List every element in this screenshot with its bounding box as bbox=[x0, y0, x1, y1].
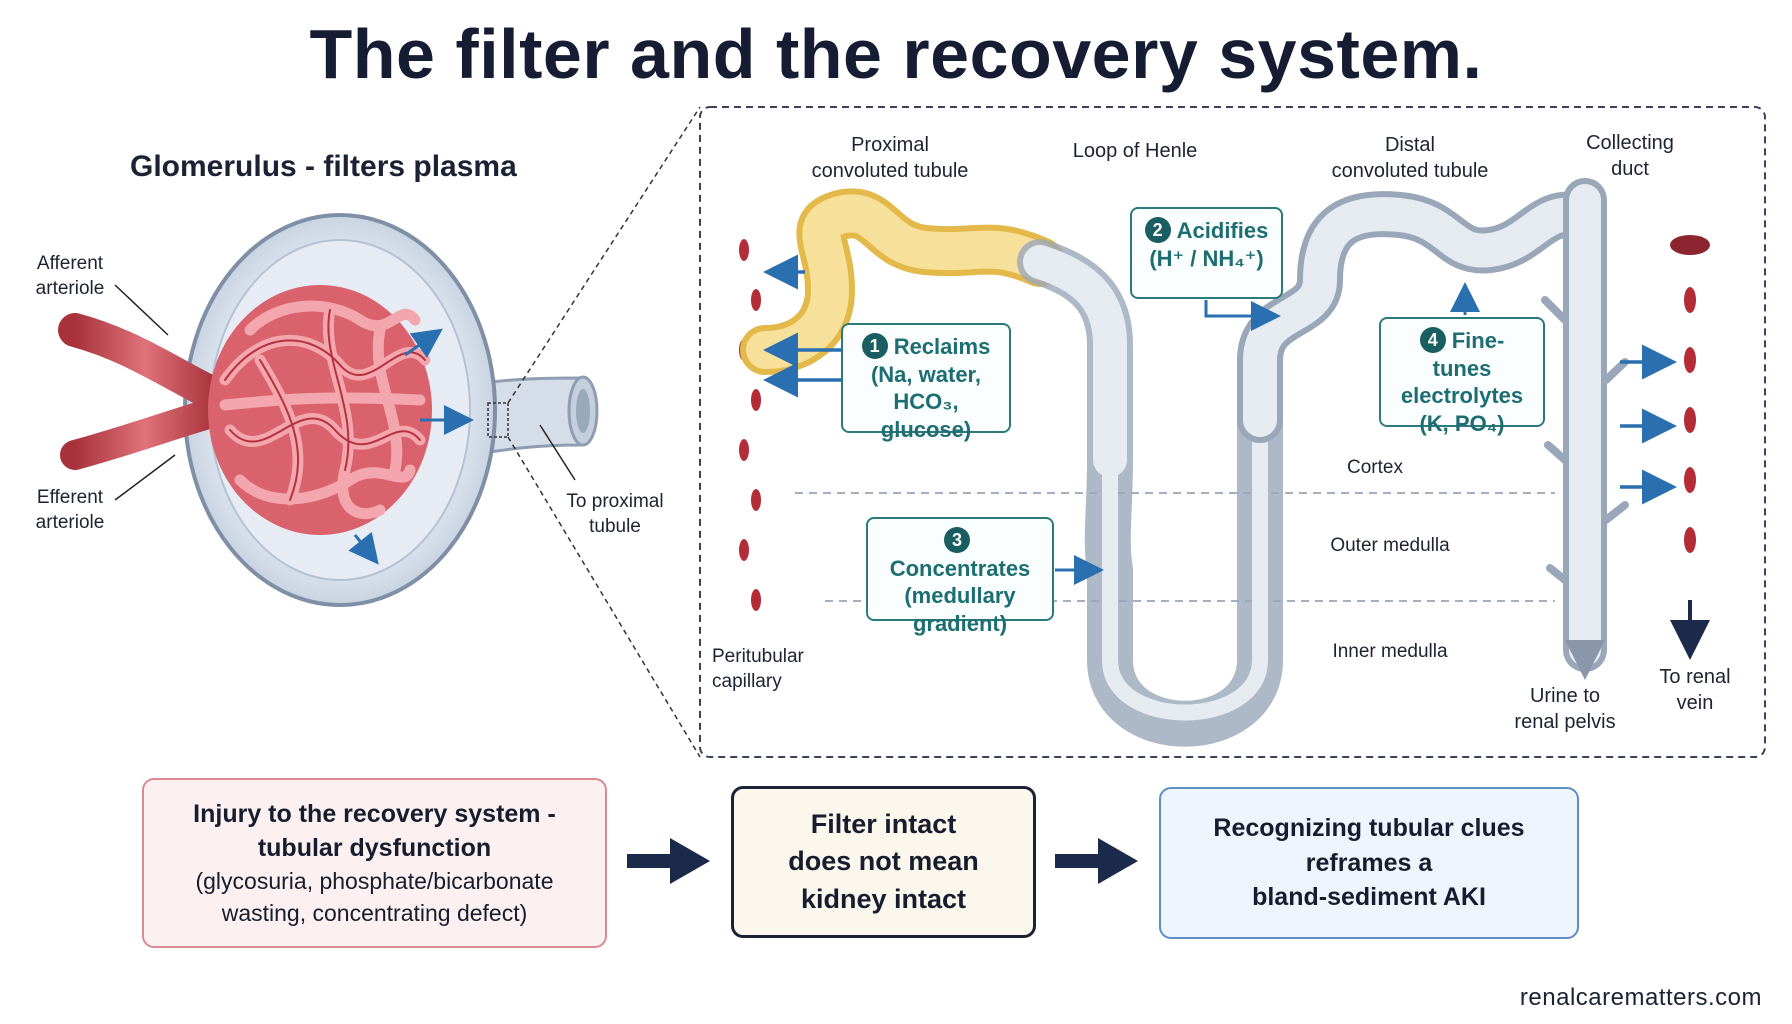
loop-label: Loop of Henle bbox=[1072, 140, 1198, 162]
afferent-arteriole bbox=[58, 313, 232, 412]
callout-concentrates-line1: 3Concentrates bbox=[878, 527, 1042, 582]
urine-label-line2: renal pelvis bbox=[1514, 711, 1616, 733]
dct-label: Distal convoluted tubule bbox=[1310, 132, 1510, 184]
zoom-marker bbox=[487, 402, 509, 438]
pct-label-line2: convoluted tubule bbox=[811, 160, 969, 182]
to-proximal-line1: To proximal bbox=[566, 491, 664, 512]
callout-number-1: 1 bbox=[861, 333, 888, 359]
efferent-arteriole bbox=[60, 397, 230, 470]
to-proximal-line2: tubule bbox=[589, 515, 641, 537]
callout-pointers bbox=[1055, 282, 1480, 585]
callout-concentrates: 3Concentrates (medullary gradient) bbox=[866, 517, 1054, 636]
peritubular-capillary bbox=[732, 187, 768, 658]
dct-label-line1: Distal bbox=[1384, 134, 1435, 156]
box1-sub-line1: (glycosuria, phosphate/bicarbonate bbox=[195, 867, 554, 894]
page-title: The filter and the recovery system. bbox=[309, 15, 1483, 93]
peritubular-label: Peritubular capillary bbox=[712, 645, 832, 694]
callout-number-3: 3 bbox=[944, 527, 970, 553]
box3-line2: reframes a bbox=[1305, 848, 1433, 877]
glomerulus-heading: Glomerulus - filters plasma bbox=[130, 150, 517, 183]
filtrate-arrows bbox=[348, 328, 474, 565]
efferent-label: Efferent arteriole bbox=[20, 486, 120, 535]
box-filter-intact: Filter intact does not mean kidney intac… bbox=[731, 786, 1036, 938]
cd-label-line1: Collecting bbox=[1586, 132, 1674, 154]
tubule-leader bbox=[539, 424, 576, 481]
zoom-line-bottom bbox=[507, 436, 701, 758]
loop-of-henle bbox=[1017, 239, 1283, 747]
duct-to-vein-arrows bbox=[1620, 344, 1677, 505]
vein-label-line1: To renal bbox=[1659, 666, 1731, 688]
box1-title-line2: tubular dysfunction bbox=[257, 834, 492, 863]
afferent-label-line1: Afferent bbox=[36, 253, 104, 274]
afferent-leader bbox=[114, 284, 169, 336]
glomerular-tuft bbox=[208, 285, 432, 535]
callout-concentrates-line2: (medullary bbox=[904, 583, 1016, 608]
afferent-label: Afferent arteriole bbox=[20, 252, 120, 301]
urine-label: Urine to renal pelvis bbox=[1500, 683, 1630, 735]
zone-inner-medulla-label: Inner medulla bbox=[1332, 641, 1448, 662]
vein-label-line2: vein bbox=[1676, 692, 1714, 714]
to-proximal-label: To proximal tubule bbox=[555, 490, 675, 539]
urine-label-line1: Urine to bbox=[1529, 685, 1601, 707]
box2-line3: kidney intact bbox=[800, 883, 967, 914]
flow-arrow-2 bbox=[1055, 838, 1138, 884]
box3-line3: bland-sediment AKI bbox=[1252, 883, 1486, 912]
efferent-label-line1: Efferent bbox=[36, 487, 104, 508]
proximal-tubule bbox=[740, 188, 1065, 375]
peritubular-label-line1: Peritubular bbox=[712, 646, 804, 667]
callout-concentrates-title: Concentrates bbox=[889, 555, 1031, 581]
box2-line2: does not mean bbox=[788, 846, 979, 877]
afferent-label-line2: arteriole bbox=[35, 277, 105, 299]
callout-acidifies-line2: (H⁺ / NH₄⁺) bbox=[1149, 245, 1264, 271]
nephron-panel bbox=[699, 106, 1766, 758]
efferent-leader bbox=[114, 454, 176, 501]
box1-sub-line2: wasting, concentrating defect) bbox=[221, 899, 528, 926]
zone-outer-medulla-label: Outer medulla bbox=[1330, 535, 1450, 556]
box3-line1: Recognizing tubular clues bbox=[1213, 814, 1525, 843]
zoom-line-top bbox=[507, 106, 701, 404]
box2-line1: Filter intact bbox=[810, 809, 957, 840]
distal-tubule bbox=[1237, 191, 1598, 443]
callout-reclaims-line3: HCO₃, glucose) bbox=[880, 389, 972, 442]
callout-fine-tunes-line2: electrolytes bbox=[1400, 383, 1524, 408]
box-recognizing-clues: Recognizing tubular clues reframes a bla… bbox=[1159, 787, 1579, 939]
callout-number-4: 4 bbox=[1419, 327, 1446, 353]
efferent-label-line2: arteriole bbox=[35, 511, 105, 533]
zone-cortex-label: Cortex bbox=[1347, 457, 1403, 478]
callout-reclaims-title: Reclaims bbox=[893, 334, 991, 359]
peritubular-label-line2: capillary bbox=[712, 670, 782, 692]
dct-label-line2: convoluted tubule bbox=[1331, 160, 1489, 182]
footer-url: renalcarematters.com bbox=[1519, 984, 1762, 1011]
renal-vein bbox=[1670, 231, 1710, 619]
callout-number-2: 2 bbox=[1144, 217, 1171, 243]
vein-label: To renal vein bbox=[1640, 664, 1750, 716]
pct-label: Proximal convoluted tubule bbox=[790, 132, 990, 184]
flow-arrow-1 bbox=[627, 838, 710, 884]
callout-fine-tunes-title: Fine-tunes bbox=[1432, 328, 1505, 381]
collecting-duct bbox=[1541, 178, 1629, 672]
callout-acidifies-title: Acidifies bbox=[1176, 218, 1269, 243]
reabsorption-arrows bbox=[763, 254, 845, 398]
pct-label-line1: Proximal bbox=[851, 134, 929, 156]
cd-label: Collecting duct bbox=[1565, 130, 1695, 182]
box1-title-line1: Injury to the recovery system - bbox=[193, 799, 556, 828]
callout-concentrates-line3: gradient) bbox=[912, 610, 1008, 636]
cd-label-line2: duct bbox=[1611, 158, 1649, 180]
callout-fine-tunes-line3: (K, PO₄) bbox=[1419, 410, 1505, 436]
callout-reclaims-line2: (Na, water, bbox=[870, 361, 982, 387]
box-tubular-dysfunction: Injury to the recovery system - tubular … bbox=[142, 778, 607, 948]
